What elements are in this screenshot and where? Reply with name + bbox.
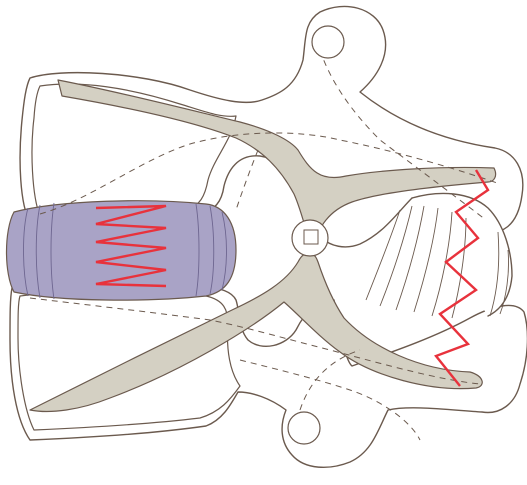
central-notch	[304, 230, 318, 244]
upper-facet-circle	[312, 26, 344, 58]
lower-facet-circle	[288, 412, 320, 444]
